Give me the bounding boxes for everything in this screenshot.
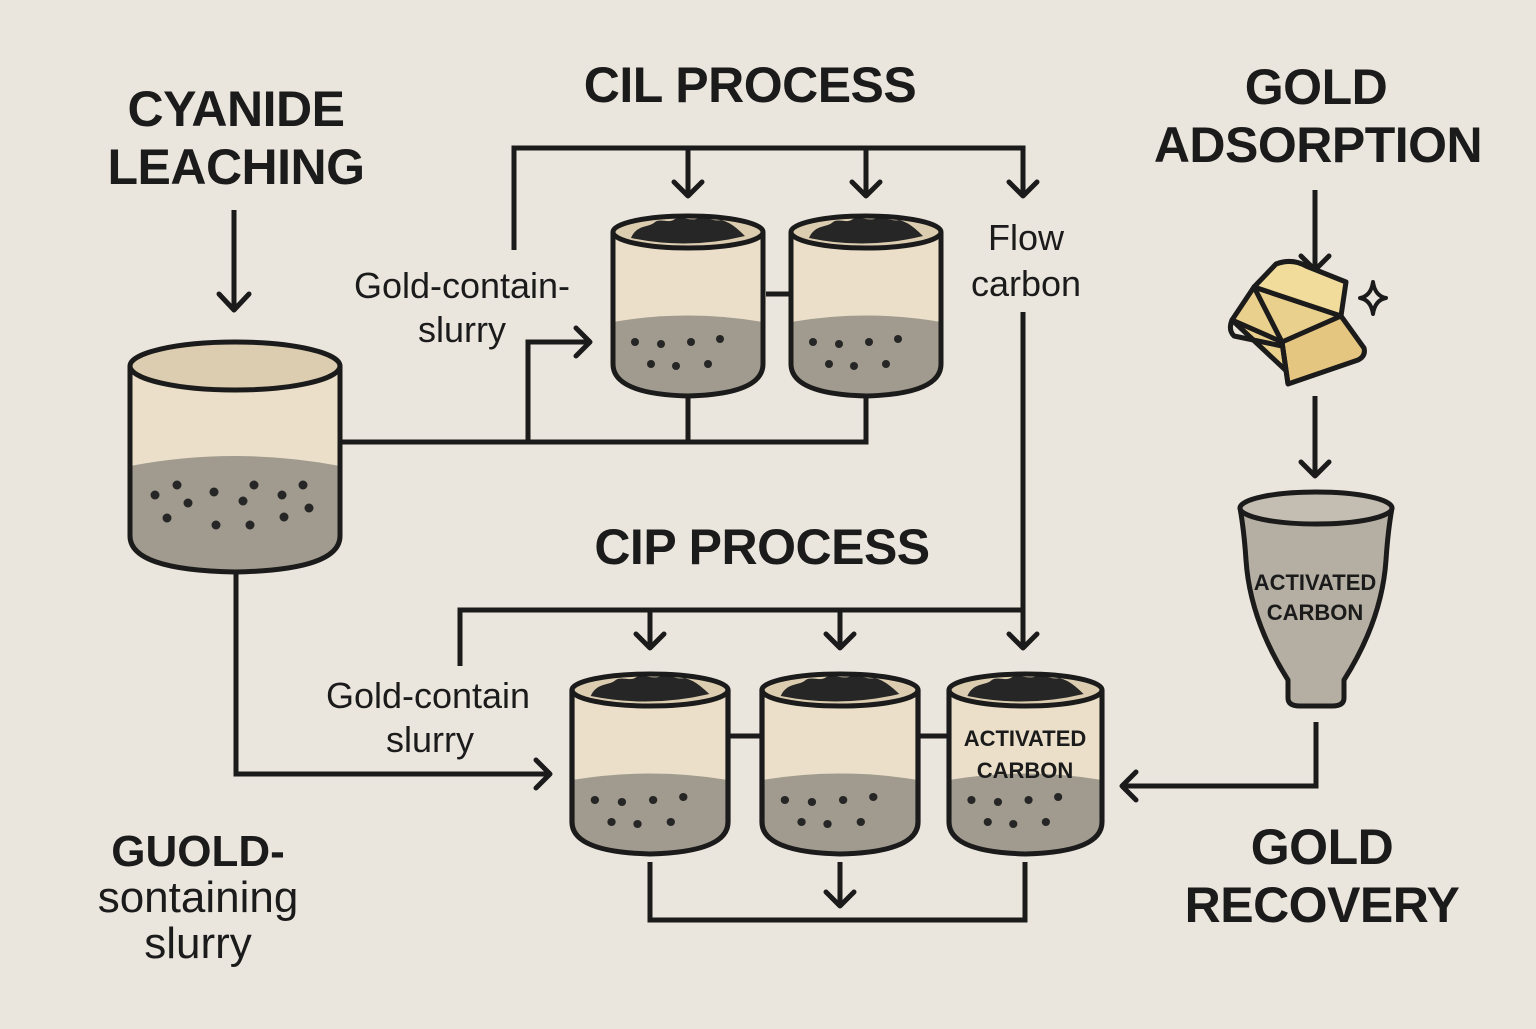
flow-carbon-pipe bbox=[1006, 312, 1040, 651]
cip-top-manifold bbox=[457, 607, 1023, 666]
hopper-icon bbox=[1237, 489, 1395, 709]
gold-recovery-title-line1: GOLD bbox=[1251, 819, 1393, 875]
bottom-slurry-label-line2: sontaining bbox=[98, 873, 299, 922]
flow-carbon-label-line1: Flow bbox=[988, 217, 1065, 258]
cip-tank-3-tag-line1: ACTIVATED bbox=[964, 726, 1087, 751]
cip-process-title: CIP PROCESS bbox=[594, 519, 929, 575]
cyanide-leaching-title-line1: CYANIDE bbox=[128, 81, 345, 137]
hopper-tag-line2: CARBON bbox=[1267, 600, 1364, 625]
leach-to-cip-pipe bbox=[233, 566, 553, 791]
cil-tank-2-icon bbox=[791, 216, 941, 396]
gold-bar-icon bbox=[1227, 258, 1367, 387]
leach-sediment-particles bbox=[150, 480, 314, 530]
bottom-slurry-label-line1: GUOLD- bbox=[111, 827, 285, 876]
leach-to-cil-pipe bbox=[340, 325, 869, 445]
cil-slurry-label-line1: Gold-contain- bbox=[354, 265, 570, 306]
cip-bottom-manifold bbox=[647, 862, 1028, 923]
hopper-return-pipe bbox=[1119, 722, 1319, 803]
cip-tank-1-icon bbox=[572, 674, 728, 854]
gold-recovery-title-line2: RECOVERY bbox=[1185, 877, 1460, 933]
bottom-slurry-label-line3: slurry bbox=[144, 919, 252, 968]
cil-top-manifold bbox=[511, 145, 1040, 250]
cyanide-leaching-title-line2: LEACHING bbox=[107, 139, 364, 195]
cip-slurry-label-line1: Gold-contain bbox=[326, 675, 530, 716]
leaching-down-arrow bbox=[216, 210, 252, 313]
cil-slurry-label-line2: slurry bbox=[418, 309, 506, 350]
leach-tank-icon bbox=[127, 339, 343, 575]
flow-carbon-label-line2: carbon bbox=[971, 263, 1081, 304]
cip-tank-2-icon bbox=[762, 674, 918, 854]
hopper-tag-line1: ACTIVATED bbox=[1254, 570, 1377, 595]
gold-adsorption-title-line1: GOLD bbox=[1245, 59, 1387, 115]
cip-tank-3-tag-line2: CARBON bbox=[977, 758, 1074, 783]
bar-to-hopper-arrow bbox=[1298, 396, 1332, 479]
cil-tank-1-icon bbox=[613, 216, 763, 396]
cil-process-title: CIL PROCESS bbox=[584, 57, 917, 113]
sparkle-icon bbox=[1358, 280, 1388, 316]
gold-adsorption-title-line2: ADSORPTION bbox=[1154, 117, 1482, 173]
cip-slurry-label-line2: slurry bbox=[386, 719, 474, 760]
